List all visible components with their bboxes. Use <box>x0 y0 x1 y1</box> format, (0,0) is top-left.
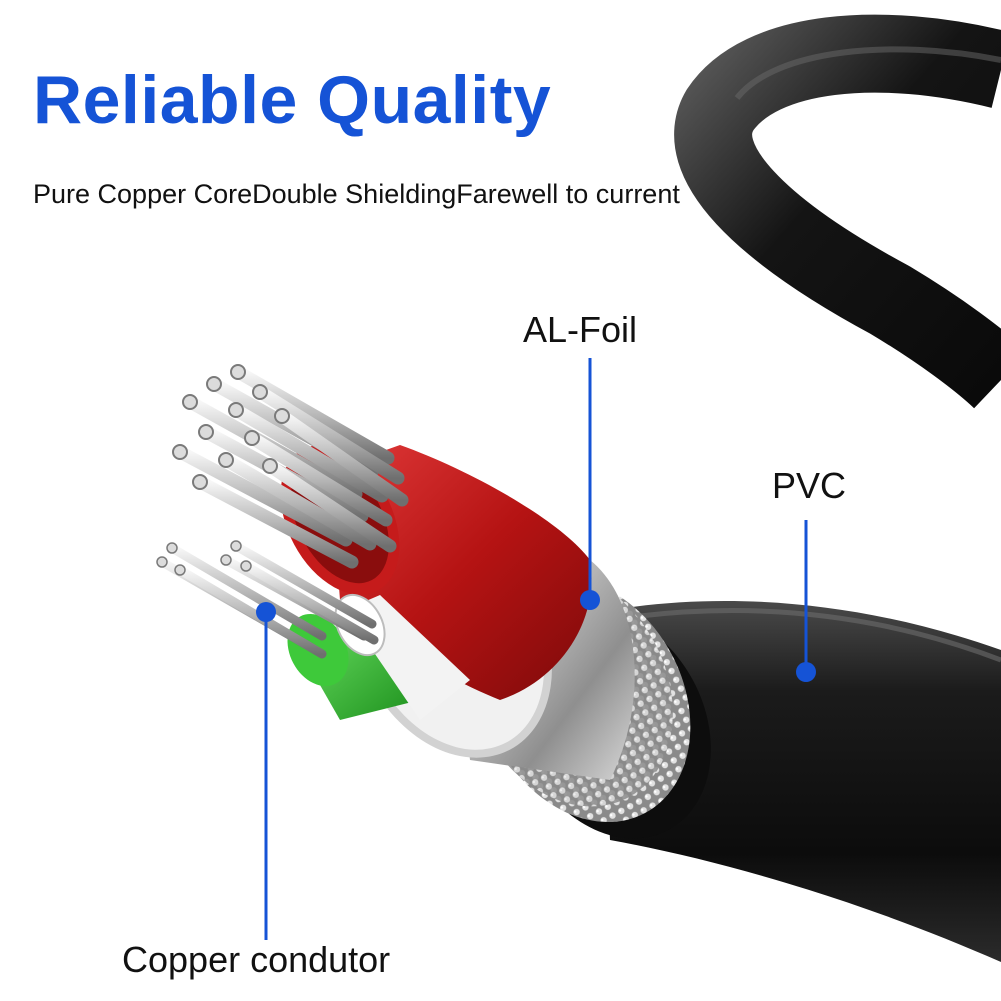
callout-dot-pvc <box>796 662 816 682</box>
label-copper-conductor: Copper condutor <box>122 939 391 980</box>
copper-strands-small <box>157 541 379 659</box>
callout-foil <box>580 358 600 610</box>
callout-copper <box>256 602 276 940</box>
subtitle: Pure Copper CoreDouble ShieldingFarewell… <box>33 179 680 209</box>
label-al-foil: AL-Foil <box>523 309 638 350</box>
copper-strand-ends-small <box>156 540 252 576</box>
headline: Reliable Quality <box>33 62 552 138</box>
label-pvc: PVC <box>772 465 847 506</box>
callout-pvc <box>796 520 816 682</box>
copper-strands-large <box>173 365 409 569</box>
callout-dot-foil <box>580 590 600 610</box>
copper-strand-ends-large <box>172 364 290 490</box>
cable-loop <box>674 14 1001 409</box>
callout-dot-copper <box>256 602 276 622</box>
